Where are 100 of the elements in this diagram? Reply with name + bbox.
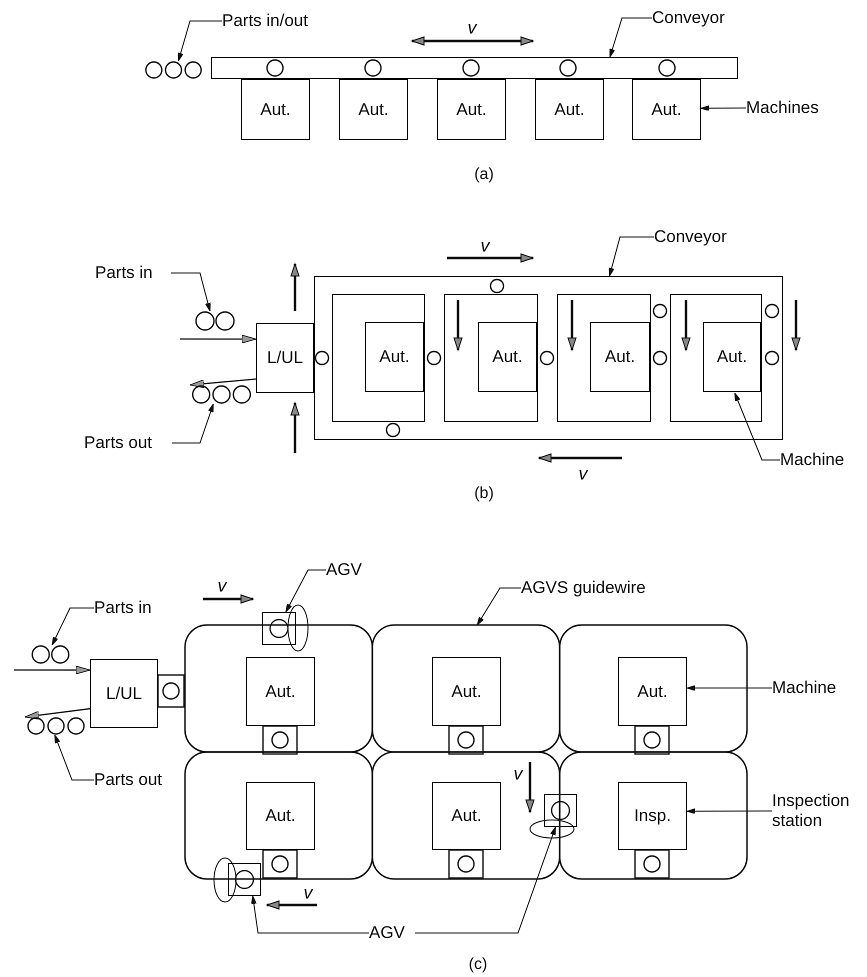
guidewire-network [185, 625, 747, 879]
leader-line [414, 826, 556, 934]
leader-line [608, 236, 654, 276]
branch-loop [444, 294, 538, 422]
box-label: Aut. [379, 347, 410, 367]
callout-text: Parts out [94, 770, 162, 790]
callout-text: Machine [772, 678, 836, 698]
leader-line [251, 896, 370, 934]
box-label: Aut. [604, 347, 636, 367]
part-circle [652, 302, 668, 318]
callout-text: Parts in [94, 598, 152, 618]
flow-arrow [14, 666, 90, 674]
agv-vehicle [262, 612, 296, 645]
agv-vehicle [228, 863, 261, 896]
leader-line [734, 392, 780, 460]
leader-line [178, 20, 222, 62]
machine-box [632, 79, 701, 140]
callout-text: Parts out [84, 432, 152, 454]
part-circle [652, 350, 668, 366]
part-circle [314, 350, 330, 366]
box-label: Aut. [265, 682, 296, 702]
velocity-label: v [578, 464, 588, 484]
flow-arrow [180, 334, 256, 344]
machine-box [437, 79, 506, 140]
part-circle [384, 422, 400, 438]
box-label: Aut. [554, 100, 585, 120]
part-circle [488, 278, 504, 294]
leader-line [52, 608, 94, 646]
machine-box [246, 782, 315, 850]
callout-text: Parts in/out [222, 10, 308, 32]
callout-text: AGV [369, 922, 405, 944]
part-circle [764, 350, 780, 366]
part-circles [143, 61, 204, 79]
leader-line [54, 734, 94, 780]
leader-line [172, 404, 214, 444]
machine-box [432, 657, 501, 726]
panel-label: (a) [474, 166, 494, 184]
box-label: Aut. [651, 100, 682, 120]
callout-text: Machines [746, 98, 819, 118]
branch-loop [670, 294, 762, 422]
callout-text: Parts in [95, 262, 153, 284]
callout-text: Conveyor [652, 8, 725, 28]
leader-line [686, 685, 772, 691]
part-circle [426, 350, 442, 366]
leader-line [700, 105, 746, 112]
box-label: L/UL [267, 348, 303, 368]
machine-box [432, 782, 501, 850]
box-label: Aut. [358, 100, 389, 120]
leader-line [476, 588, 522, 626]
conveyor-loop [314, 276, 783, 440]
machine-box [535, 79, 604, 140]
velocity-label: v [514, 764, 522, 784]
velocity-label: v [468, 18, 476, 38]
box-label: Aut. [260, 100, 291, 120]
callout-text: AGV [326, 560, 362, 580]
part-circles [190, 385, 253, 404]
branch-loop [556, 294, 650, 422]
part-circle [764, 302, 780, 318]
leader-line [285, 570, 326, 612]
box-label: Aut. [637, 682, 668, 702]
conveyor-bar [211, 57, 738, 79]
machine-box [590, 322, 650, 392]
box-label: Aut. [456, 100, 487, 120]
callout-text: Inspection station [772, 790, 850, 832]
box-label: Insp. [634, 806, 671, 826]
leader-line [609, 18, 652, 58]
leader-line [170, 272, 211, 312]
machine-box [246, 657, 315, 726]
agv-vehicle [544, 794, 577, 827]
velocity-label: v [218, 576, 226, 596]
machine-box [339, 79, 408, 140]
branch-loop [332, 294, 424, 422]
leader-line [686, 808, 772, 814]
box-label: Aut. [265, 806, 296, 826]
callout-text: Conveyor [654, 226, 727, 248]
box-label: Aut. [451, 682, 482, 702]
box-label: Aut. [451, 806, 482, 826]
velocity-label: v [480, 236, 490, 256]
part-circle [538, 350, 554, 366]
load-station-box [256, 323, 314, 393]
panel-label: (b) [474, 485, 494, 503]
velocity-label: v [304, 882, 312, 904]
machine-box [365, 322, 424, 392]
part-circles [25, 717, 87, 735]
load-station-box [90, 659, 158, 728]
box-label: Aut. [716, 347, 748, 367]
machine-box [703, 322, 761, 392]
machine-box [478, 322, 537, 392]
machine-box [241, 79, 310, 140]
flow-arrow [190, 378, 256, 388]
part-circles [30, 645, 71, 664]
box-label: L/UL [106, 684, 142, 704]
callout-text: AGVS guidewire [521, 578, 646, 598]
panel-label: (c) [468, 956, 488, 974]
flow-arrow [24, 708, 90, 720]
callout-text: Machine [780, 450, 844, 470]
part-circles [194, 311, 236, 331]
box-label: Aut. [492, 347, 523, 367]
machine-box [618, 657, 687, 726]
inspection-box [618, 782, 687, 850]
